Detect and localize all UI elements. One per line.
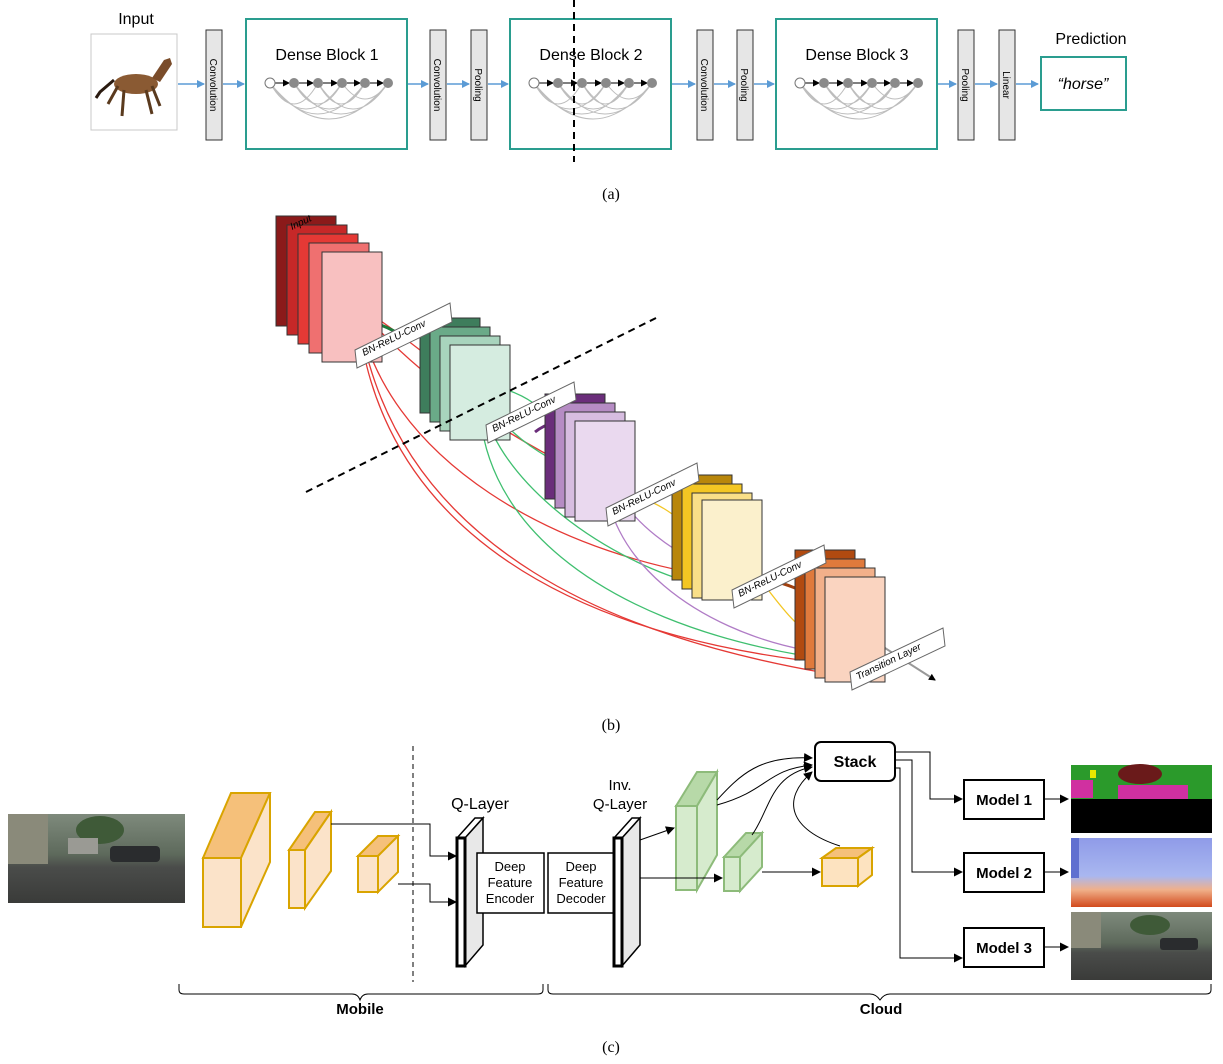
- panel-b: Input: [275, 213, 946, 734]
- pooling-label: Pooling: [738, 68, 749, 101]
- dense-block-2: Dense Block 2: [509, 18, 672, 150]
- convolution-layer-2: Convolution: [429, 29, 447, 141]
- svg-text:Deep: Deep: [494, 859, 525, 874]
- svg-text:Decoder: Decoder: [556, 891, 606, 906]
- linear-label: Linear: [1000, 71, 1011, 99]
- cloud-small-feature: [818, 846, 876, 889]
- pooling-layer-3: Pooling: [957, 29, 975, 141]
- model-2-box: Model 2: [963, 852, 1045, 893]
- model-label: Model 1: [976, 792, 1032, 809]
- dense-block-label: Dense Block 2: [539, 47, 642, 64]
- deep-feature-encoder: Deep Feature Encoder: [476, 852, 545, 914]
- stack-box: Stack: [814, 741, 896, 782]
- cloud-brace: [547, 984, 1212, 1001]
- svg-text:Deep: Deep: [565, 859, 596, 874]
- dense-block-1: Dense Block 1: [245, 18, 408, 150]
- deep-feature-decoder: Deep Feature Decoder: [547, 852, 616, 914]
- prediction-label: Prediction: [1055, 31, 1126, 48]
- pooling-label: Pooling: [959, 68, 970, 101]
- model-label: Model 2: [976, 865, 1032, 882]
- pooling-label: Pooling: [472, 68, 483, 101]
- mobile-brace: [178, 984, 544, 1002]
- linear-layer: Linear: [998, 29, 1016, 141]
- street-scene-image-icon: [8, 814, 185, 903]
- svg-text:Feature: Feature: [488, 875, 533, 890]
- pooling-layer-2: Pooling: [736, 29, 754, 141]
- convolution-label: Convolution: [207, 59, 218, 112]
- caption-b: (b): [602, 717, 621, 734]
- svg-text:Encoder: Encoder: [486, 891, 535, 906]
- stack-label: Stack: [834, 754, 877, 771]
- pooling-layer-1: Pooling: [470, 29, 488, 141]
- segmentation-map-icon: [1071, 764, 1212, 833]
- prediction-value: “horse”: [1058, 76, 1109, 93]
- convolution-layer-3: Convolution: [696, 29, 714, 141]
- model-label: Model 3: [976, 940, 1032, 957]
- caption-c: (c): [602, 1039, 620, 1056]
- skip-arrow: [331, 823, 457, 861]
- dense-block-label: Dense Block 1: [275, 47, 378, 64]
- q-layer-label: Q-Layer: [451, 796, 509, 813]
- dense-block-graph: [528, 77, 657, 120]
- convolution-label: Convolution: [431, 59, 442, 112]
- model-3-box: Model 3: [963, 927, 1045, 968]
- dense-block-graph: [794, 77, 923, 120]
- model-1-box: Model 1: [963, 779, 1045, 820]
- input-feature-stack: Input: [275, 213, 383, 363]
- prediction-box: “horse”: [1040, 56, 1127, 111]
- convolution-label: Convolution: [698, 59, 709, 112]
- panel-c: Q-Layer Deep Feature Encoder Deep Featur…: [8, 741, 1212, 1056]
- input-label: Input: [118, 11, 154, 28]
- horse-image-icon: [90, 33, 178, 131]
- dense-block-3: Dense Block 3: [775, 18, 938, 150]
- cloud-label: Cloud: [860, 1001, 903, 1018]
- inv-q-layer-plate: [612, 816, 642, 969]
- dense-block-graph: [264, 77, 393, 120]
- caption-a: (a): [602, 186, 620, 203]
- mobile-label: Mobile: [336, 1001, 384, 1018]
- svg-text:Feature: Feature: [559, 875, 604, 890]
- cloud-decoder-layers: [674, 768, 765, 894]
- mobile-encoder-layers: [201, 792, 401, 928]
- convolution-layer-1: Convolution: [205, 29, 223, 141]
- depth-map-icon: [1071, 838, 1212, 907]
- inv-q-layer-label-1: Inv.: [608, 777, 631, 794]
- stack-to-models: [895, 751, 963, 963]
- panel-a: Input Convolution Convolution Pooling Co…: [90, 0, 1127, 203]
- split-line: [305, 317, 657, 493]
- cloud-arrows: [639, 753, 841, 883]
- skip-arrow: [398, 883, 457, 907]
- purple-feature-stack: [544, 393, 636, 522]
- inv-q-layer-label-2: Q-Layer: [593, 796, 647, 813]
- model-output-arrows: [1044, 794, 1069, 952]
- reconstructed-image-icon: [1071, 912, 1212, 980]
- dense-block-label: Dense Block 3: [805, 47, 908, 64]
- yellow-feature-stack: [671, 474, 763, 601]
